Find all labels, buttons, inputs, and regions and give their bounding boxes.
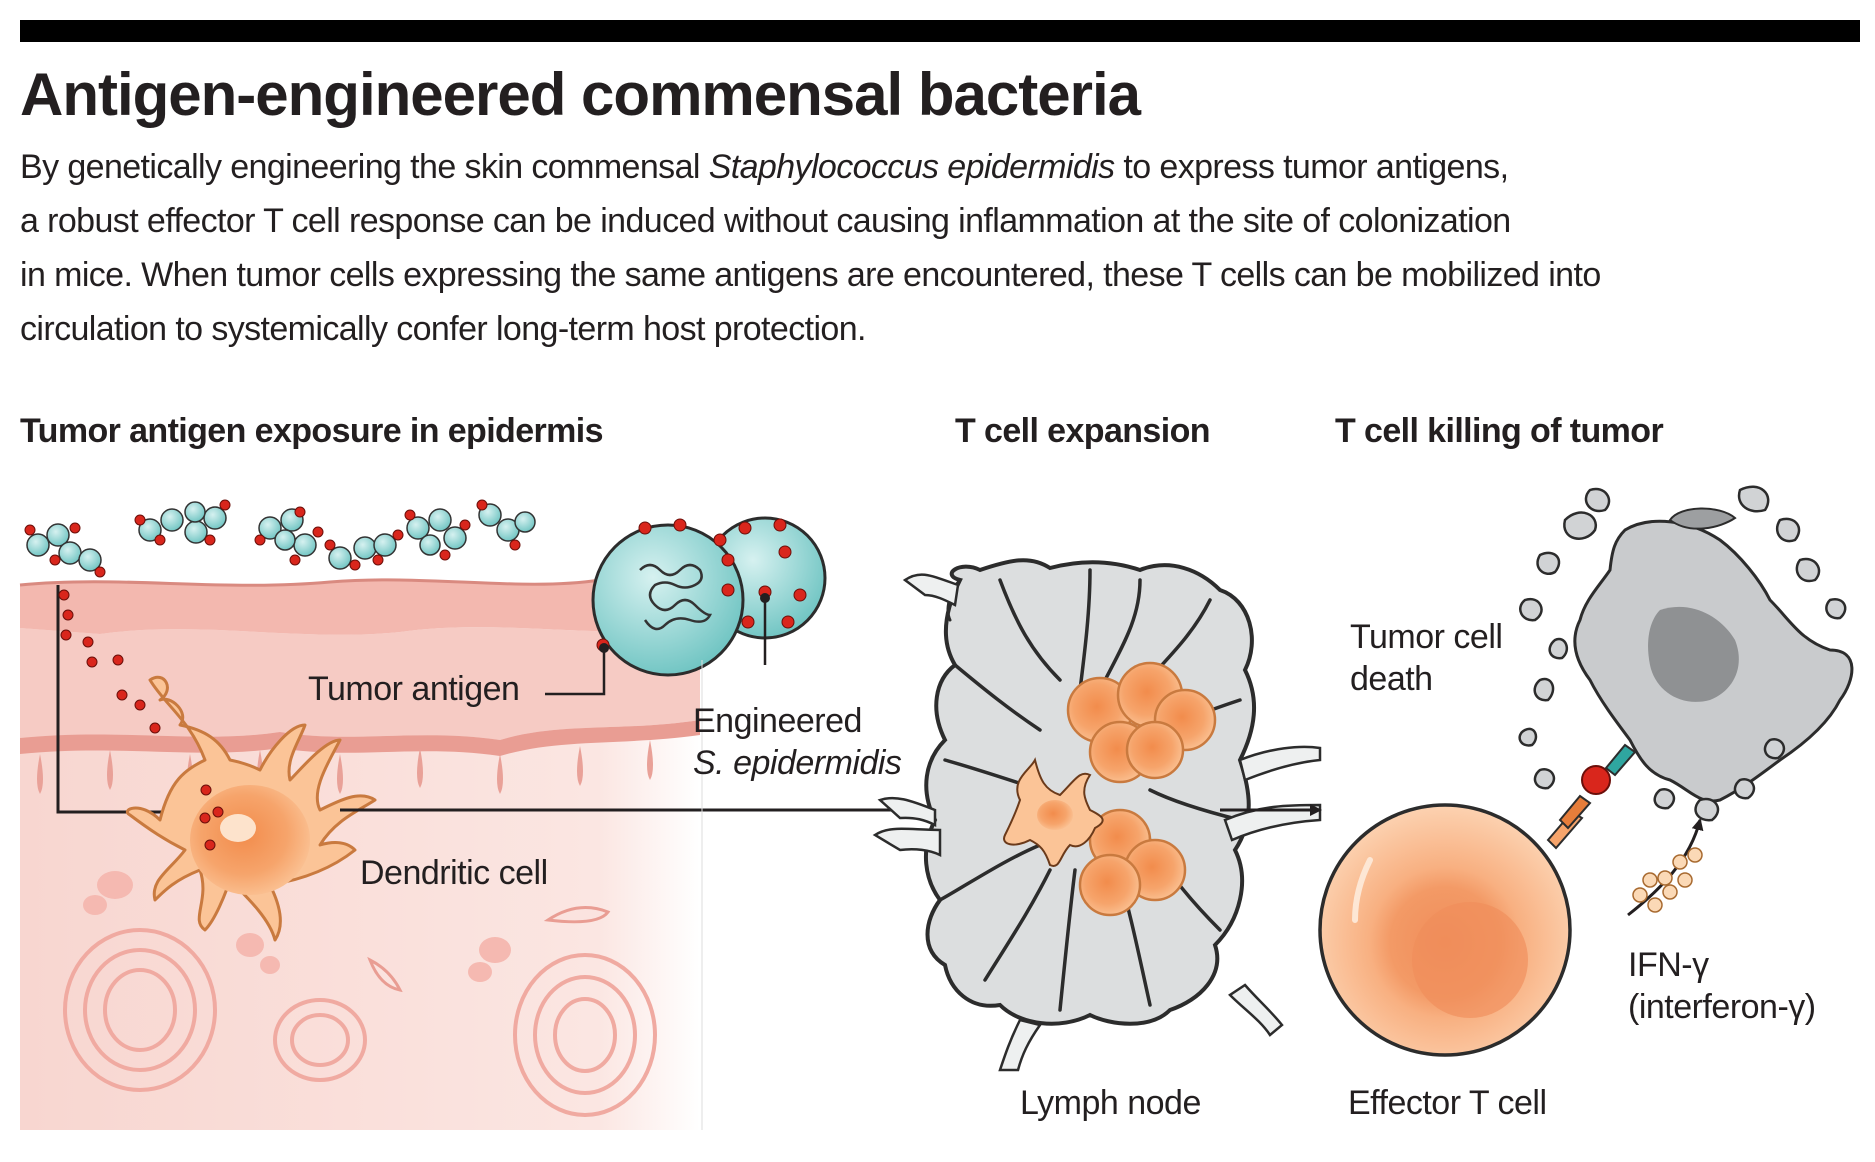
dendritic-cell bbox=[126, 676, 377, 942]
dying-tumor-cell bbox=[1518, 485, 1854, 822]
caption-text: a robust effector T cell response can be… bbox=[20, 202, 1511, 240]
skin-section bbox=[19, 578, 701, 1130]
label-tumor-antigen: Tumor antigen bbox=[308, 670, 520, 708]
caption-text: in mice. When tumor cells expressing the… bbox=[20, 256, 1601, 294]
caption-text: to express tumor antigens, bbox=[1114, 148, 1509, 186]
ifn-gamma-molecules bbox=[1627, 818, 1704, 917]
panel-heading-expansion: T cell expansion bbox=[955, 412, 1211, 450]
label-death: death bbox=[1350, 660, 1433, 698]
label-engineered: Engineered bbox=[693, 702, 862, 740]
top-rule bbox=[20, 20, 1860, 42]
label-ifn-gamma: IFN-γ bbox=[1628, 946, 1709, 984]
label-effector-t-cell: Effector T cell bbox=[1348, 1084, 1547, 1122]
label-dendritic-cell: Dendritic cell bbox=[360, 854, 548, 892]
panel-heading-exposure: Tumor antigen exposure in epidermis bbox=[20, 412, 604, 450]
caption-text: circulation to systemically confer long-… bbox=[20, 310, 866, 348]
figure-caption: By genetically engineering the skin comm… bbox=[20, 140, 1840, 356]
engineered-s-epidermidis bbox=[545, 516, 827, 696]
figure-title: Antigen-engineered commensal bacteria bbox=[20, 61, 1141, 128]
effector-t-cell bbox=[1318, 803, 1572, 1057]
caption-text: By genetically engineering the skin comm… bbox=[20, 148, 709, 186]
commensal-bacteria-clusters bbox=[24, 499, 536, 578]
tcr-antigen-synapse bbox=[1546, 743, 1637, 850]
caption-species: Staphylococcus epidermidis bbox=[708, 148, 1115, 186]
label-tumor-cell: Tumor cell bbox=[1350, 618, 1503, 656]
label-interferon-gamma: (interferon-γ) bbox=[1628, 988, 1816, 1026]
lymph-node bbox=[872, 558, 1322, 1072]
label-s-epidermidis-text: S. epidermidis bbox=[693, 744, 902, 782]
label-lymph-node: Lymph node bbox=[1020, 1084, 1201, 1122]
label-s-epidermidis: S. epidermidis bbox=[693, 742, 902, 784]
panel-heading-killing: T cell killing of tumor bbox=[1335, 412, 1664, 450]
